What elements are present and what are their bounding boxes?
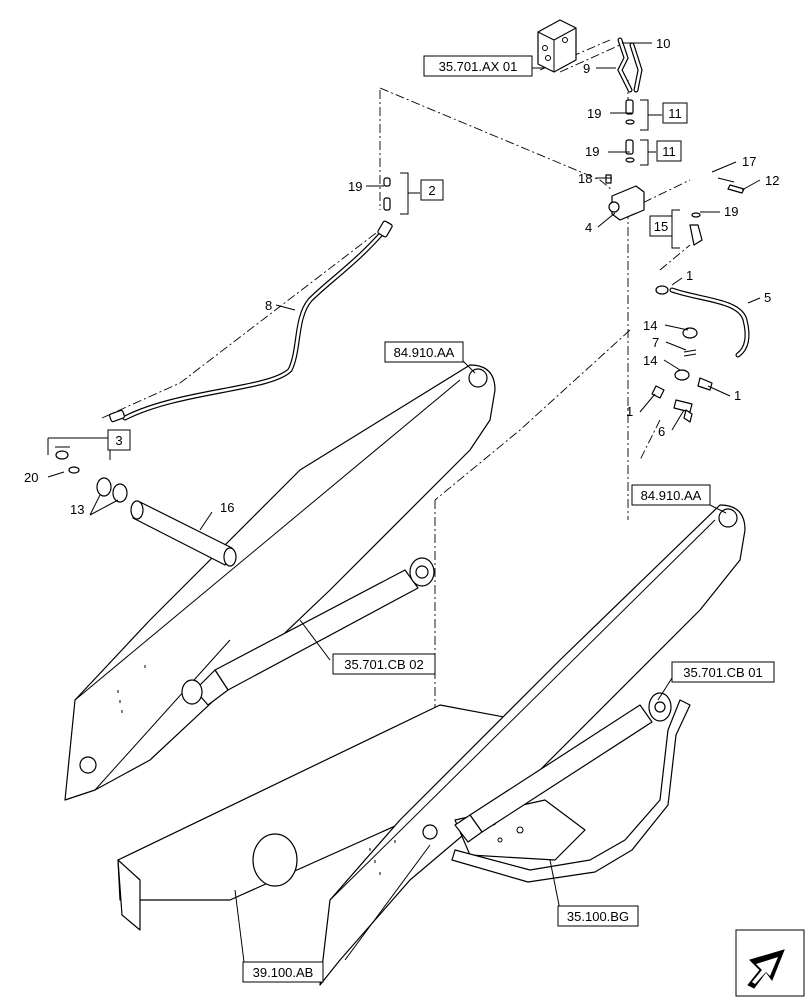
callout-16: 16 xyxy=(220,500,234,515)
hose-8 xyxy=(109,177,393,423)
screws-12-17 xyxy=(717,177,745,194)
callout-5: 5 xyxy=(764,290,771,305)
center-lines xyxy=(101,39,691,750)
hose-5 xyxy=(655,285,750,358)
svg-text:2: 2 xyxy=(428,183,435,198)
callout-14-a: 14 xyxy=(643,318,657,333)
svg-text:35.701.CB 01: 35.701.CB 01 xyxy=(683,665,763,680)
svg-text:84.910.AA: 84.910.AA xyxy=(641,488,702,503)
callout-7: 7 xyxy=(652,335,659,350)
svg-text:15: 15 xyxy=(654,219,668,234)
fittings-left xyxy=(55,446,128,503)
callout-1-b: 1 xyxy=(626,404,633,419)
callout-box-2: 2 xyxy=(400,172,444,215)
arrow-nav-icon[interactable] xyxy=(735,929,805,997)
lift-cylinder-right xyxy=(454,692,672,843)
ref-39100ab[interactable]: 39.100.AB xyxy=(242,961,324,983)
steel-tubes xyxy=(617,37,643,93)
callout-1-a: 1 xyxy=(686,268,693,283)
callout-10: 10 xyxy=(656,36,670,51)
svg-text:84.910.AA: 84.910.AA xyxy=(394,345,455,360)
ref-84910aa-right[interactable]: 84.910.AA xyxy=(631,484,711,506)
svg-text:35.701.AX 01: 35.701.AX 01 xyxy=(439,59,518,74)
svg-text:39.100.AB: 39.100.AB xyxy=(253,965,314,980)
ref-35100bg[interactable]: 35.100.BG xyxy=(557,905,639,927)
callout-19-c: 19 xyxy=(724,204,738,219)
callout-12: 12 xyxy=(765,173,779,188)
pin-16 xyxy=(130,500,237,567)
fittings-stack xyxy=(625,99,635,163)
svg-text:3: 3 xyxy=(115,433,122,448)
callout-17: 17 xyxy=(742,154,756,169)
callout-box-15: 15 xyxy=(649,209,680,249)
ref-35701cb01[interactable]: 35.701.CB 01 xyxy=(671,661,775,683)
callout-14-b: 14 xyxy=(643,353,657,368)
ref-35701cb02[interactable]: 35.701.CB 02 xyxy=(332,653,436,675)
callout-19-a: 19 xyxy=(587,106,601,121)
callout-box-3: 3 xyxy=(47,429,131,460)
svg-text:35.100.BG: 35.100.BG xyxy=(567,909,629,924)
callout-9: 9 xyxy=(583,61,590,76)
ref-35701ax01[interactable]: 35.701.AX 01 xyxy=(423,55,533,77)
diverter-valve xyxy=(605,174,645,221)
callout-19-b: 19 xyxy=(585,144,599,159)
callout-20: 20 xyxy=(24,470,38,485)
svg-text:11: 11 xyxy=(668,106,682,121)
callout-8: 8 xyxy=(265,298,272,313)
callout-19-d: 19 xyxy=(348,179,362,194)
callout-box-11a: 11 xyxy=(640,99,688,131)
fittings-lower xyxy=(651,327,713,423)
fitting-15 xyxy=(689,212,703,246)
subframe-plate xyxy=(117,704,521,931)
callout-6: 6 xyxy=(658,424,665,439)
callout-4: 4 xyxy=(585,220,592,235)
loader-arm-right xyxy=(319,504,746,986)
callout-1-c: 1 xyxy=(734,388,741,403)
valve-block-top xyxy=(537,19,577,73)
lift-cylinder-left xyxy=(181,557,435,706)
callout-box-11b: 11 xyxy=(640,139,682,166)
svg-text:35.701.CB 02: 35.701.CB 02 xyxy=(344,657,424,672)
leader-lines xyxy=(47,42,761,971)
callout-18: 18 xyxy=(578,171,592,186)
ref-84910aa-left[interactable]: 84.910.AA xyxy=(384,341,464,363)
callout-13: 13 xyxy=(70,502,84,517)
svg-text:11: 11 xyxy=(662,144,676,159)
